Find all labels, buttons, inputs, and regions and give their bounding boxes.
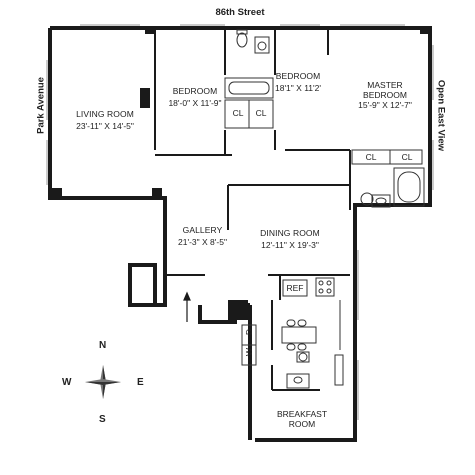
bedroom-1-name: BEDROOM xyxy=(172,86,218,96)
dining-room-name: DINING ROOM xyxy=(260,228,320,238)
breakfast-room-name-line1: BREAKFAST xyxy=(276,409,328,419)
gallery-dims: 21'-3" X 8'-5" xyxy=(178,237,227,248)
closet-label: CL xyxy=(401,152,413,162)
street-label-west: Park Avenue xyxy=(35,77,47,134)
bathroom-fixtures xyxy=(236,29,391,389)
gallery-name: GALLERY xyxy=(182,225,223,235)
columns xyxy=(52,26,432,320)
compass-west: W xyxy=(62,377,72,388)
master-bedroom-dims: 15'-9" X 12'-7" xyxy=(358,99,412,110)
exterior-walls xyxy=(48,26,432,442)
living-room-dims: 23'-11" X 14'-5" xyxy=(76,121,134,132)
dining-room-dims: 12'-11" X 19'-3" xyxy=(261,240,319,251)
dryer-label: D xyxy=(244,328,254,336)
interior-walls xyxy=(154,30,351,391)
bedroom-2-label: BEDROOM 18'1" X 11'2' xyxy=(268,66,328,94)
refrigerator-label: REF xyxy=(286,283,304,293)
bedroom-1-label: BEDROOM 18'-0" X 11'-9" xyxy=(160,81,230,109)
dining-room-label: DINING ROOM 12'-11" X 19'-3" xyxy=(250,223,330,251)
bedroom-2-name: BEDROOM xyxy=(275,71,321,81)
breakfast-room-name-line2: ROOM xyxy=(288,418,316,429)
compass-north: N xyxy=(99,340,107,351)
washer-label: W xyxy=(244,347,254,357)
street-label-east: Open East View xyxy=(435,79,447,152)
closet-boxes xyxy=(224,99,423,165)
closet-label: CL xyxy=(255,108,267,118)
master-bedroom-label: MASTER BEDROOM 15'-9" X 12'-7" xyxy=(345,80,425,110)
compass-east: E xyxy=(137,377,144,388)
bedroom-1-dims: 18'-0" X 11'-9" xyxy=(168,98,222,109)
compass-south: S xyxy=(99,414,106,425)
master-bedroom-name-line1: MASTER xyxy=(367,80,403,90)
living-room-name: LIVING ROOM xyxy=(76,109,134,119)
street-label-north: 86th Street xyxy=(215,7,265,18)
living-room-label: LIVING ROOM 23'-11" X 14'-5" xyxy=(55,104,155,132)
breakfast-room-label: BREAKFAST ROOM xyxy=(262,409,342,430)
window-lines xyxy=(46,24,434,420)
gallery-label: GALLERY 21'-3" X 8'-5" xyxy=(165,220,240,248)
bedroom-2-dims: 18'1" X 11'2' xyxy=(274,83,321,94)
bathtubs xyxy=(224,77,425,207)
closet-label: CL xyxy=(232,108,244,118)
master-bedroom-name-line2: BEDROOM xyxy=(363,89,407,100)
kitchen xyxy=(241,277,344,386)
closet-label: CL xyxy=(365,152,377,162)
compass-rose xyxy=(85,365,121,399)
entrance-arrow xyxy=(183,291,191,322)
